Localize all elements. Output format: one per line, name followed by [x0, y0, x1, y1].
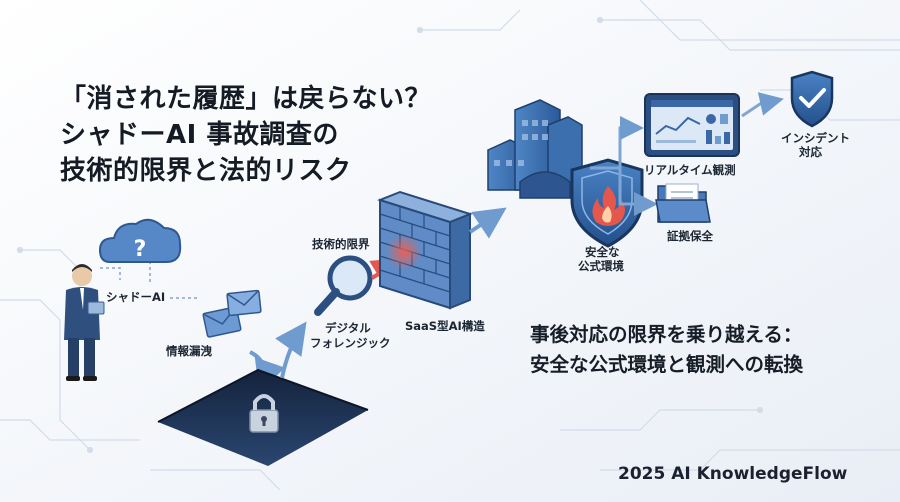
label-info-leak: 情報漏洩 [166, 344, 212, 358]
footer-credit: 2025 AI KnowledgeFlow [618, 464, 848, 484]
lock-pit-icon [157, 368, 369, 466]
title-line-1: 「消された履歴」は戻らない？ [60, 84, 432, 114]
folder-icon [655, 183, 711, 223]
envelope-icon [202, 289, 262, 338]
dashboard-icon [644, 93, 740, 157]
label-forensics-1: デジタル [325, 321, 371, 335]
subtitle-line-1: 事後対応の限界を乗り越える： [530, 323, 803, 346]
label-tech-limit: 技術的限界 [312, 237, 370, 251]
check-shield-icon [790, 70, 834, 128]
flow-arrow-right [468, 207, 507, 239]
label-forensics-2: フォレンジック [310, 336, 391, 350]
title-line-3: 技術的限界と法的リスク [60, 156, 352, 186]
label-safe-env-1: 安全な [585, 245, 620, 259]
svg-text:?: ? [134, 237, 147, 262]
branch-connectors [590, 92, 784, 216]
flow-arrow-up [275, 321, 307, 379]
dotted-connectors [100, 255, 200, 299]
firewall-icon [377, 190, 473, 310]
title-line-2: シャドーAI 事故調査の [60, 120, 339, 150]
question-cloud-icon: ? [98, 218, 182, 263]
label-realtime: リアルタイム観測 [644, 163, 736, 177]
flame-shield-icon [570, 158, 644, 248]
label-incident-1: インシデント [781, 131, 850, 145]
office-buildings-icon [487, 99, 583, 199]
label-shadow-ai: シャドーAI [106, 290, 166, 304]
label-incident-2: 対応 [799, 145, 822, 159]
label-evidence: 証拠保全 [667, 229, 713, 243]
label-saas-ai: SaaS型AI構造 [405, 319, 485, 333]
subtitle-line-2: 安全な公式環境と観測への転換 [530, 353, 804, 376]
label-safe-env-2: 公式環境 [578, 259, 624, 273]
businessman-icon [64, 264, 105, 381]
